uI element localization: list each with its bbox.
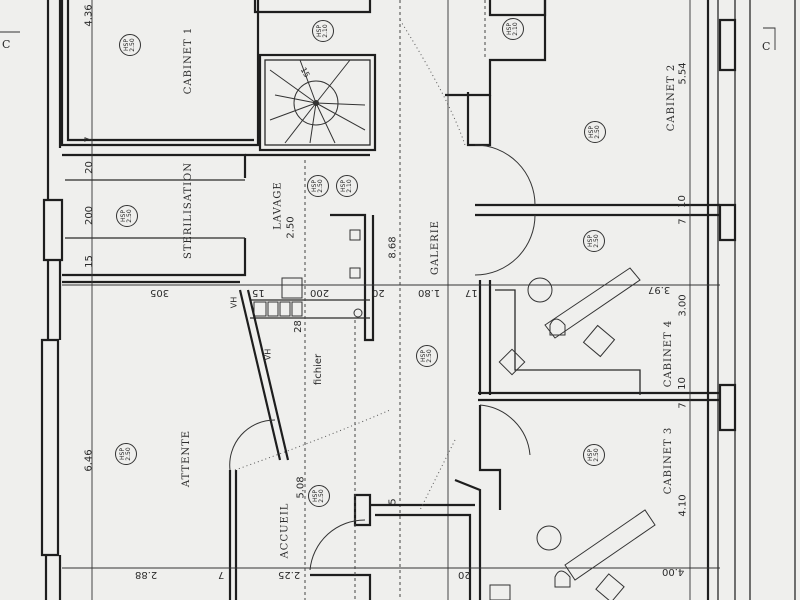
annotation-vh-2: VH — [263, 348, 273, 361]
cabinet-4-walls — [478, 267, 720, 402]
attente-accueil-walls — [228, 289, 511, 600]
dim-bottom-288: 2.88 — [135, 569, 158, 580]
stair — [258, 53, 377, 152]
dim-cabinet1-wall: 7 — [83, 136, 95, 143]
galerie — [399, 0, 720, 600]
cabinet-3-walls — [478, 404, 656, 600]
dim-row-305: 305 — [150, 287, 170, 298]
dim-cabinet1-depth: 4.36 — [83, 4, 95, 27]
dim-row-200: 200 — [310, 287, 330, 298]
hsp-value: 2.10 — [512, 22, 519, 36]
room-label-cabinet-1: CABINET 1 — [183, 26, 195, 95]
dim-row-180: 1.80 — [418, 287, 441, 298]
dim-28: 28 — [292, 320, 304, 333]
room-label-cabinet-2: CABINET 2 — [666, 63, 678, 132]
hsp-value: 2.50 — [129, 38, 136, 52]
hsp-value: 2.50 — [317, 179, 324, 193]
dim-steril-top: 20 — [83, 161, 95, 174]
hsp-value: 2.50 — [126, 209, 133, 223]
dimension-lines — [62, 0, 720, 600]
dim-steril-mid: 200 — [84, 205, 96, 226]
hsp-value: 2.50 — [426, 349, 433, 363]
room-label-lavage: LAVAGE — [272, 181, 284, 230]
hsp-value: 2.50 — [594, 125, 601, 139]
dim-cabinet4-wall-top: 7 — [677, 218, 689, 225]
section-marker-right: C — [762, 40, 771, 53]
section-marker-left: C — [2, 38, 11, 51]
top-niche — [253, 0, 547, 147]
hsp-value: 2.10 — [322, 24, 329, 38]
dim-cabinet4-depth: 3.00 — [677, 294, 689, 317]
room-label-galerie: GALERIE — [429, 220, 441, 275]
dim-bottom-20: 20 — [458, 569, 471, 580]
dim-bottom-400: 4.00 — [662, 566, 685, 577]
dim-attente-length: 6.46 — [83, 449, 95, 472]
room-label-attente: ATTENTE — [181, 429, 193, 488]
exterior-wall-right — [706, 0, 796, 600]
dim-cabinet2-depth: 5.54 — [677, 62, 689, 85]
dim-cabinet4-wall-bottom: 10 — [676, 377, 688, 390]
room-label-cabinet-3: CABINET 3 — [663, 426, 675, 495]
dim-cabinet3-depth: 4.10 — [677, 494, 689, 517]
hsp-value: 2.10 — [346, 179, 353, 193]
section-marker-lines — [0, 27, 776, 50]
dim-5: 5 — [387, 498, 399, 505]
dim-row-397: 3.97 — [648, 284, 671, 295]
dim-steril-bottom: 15 — [83, 255, 95, 268]
hsp-value: 2.50 — [593, 448, 600, 462]
dim-galerie-length: 8.68 — [387, 236, 399, 259]
dim-cabinet2-wall: 10 — [676, 195, 688, 208]
annotation-vh-1: VH — [229, 296, 239, 309]
dim-row-20: 20 — [372, 287, 385, 298]
dim-bottom-225: 2.25 — [278, 569, 301, 580]
exterior-wall-left — [40, 0, 64, 600]
hsp-value: 2.50 — [593, 234, 600, 248]
room-label-accueil: ACCUEIL — [279, 502, 291, 559]
lavage-walls — [245, 153, 375, 342]
room-label-cabinet-4: CABINET 4 — [663, 319, 675, 388]
dim-cabinet3-wall: 7 — [677, 402, 689, 409]
hsp-value: 2.50 — [318, 489, 325, 503]
dim-lavage-width: 2.50 — [285, 216, 297, 239]
dim-accueil-length: 5.08 — [295, 476, 307, 499]
annotation-fichier: fichier — [313, 353, 325, 386]
hsp-value: 2.50 — [125, 447, 132, 461]
dim-row-17: 17 — [465, 287, 478, 298]
room-label-sterilisation: STERILISATION — [182, 162, 194, 259]
dim-row-15: 15 — [252, 287, 265, 298]
dim-bottom-7: 7 — [218, 569, 225, 580]
